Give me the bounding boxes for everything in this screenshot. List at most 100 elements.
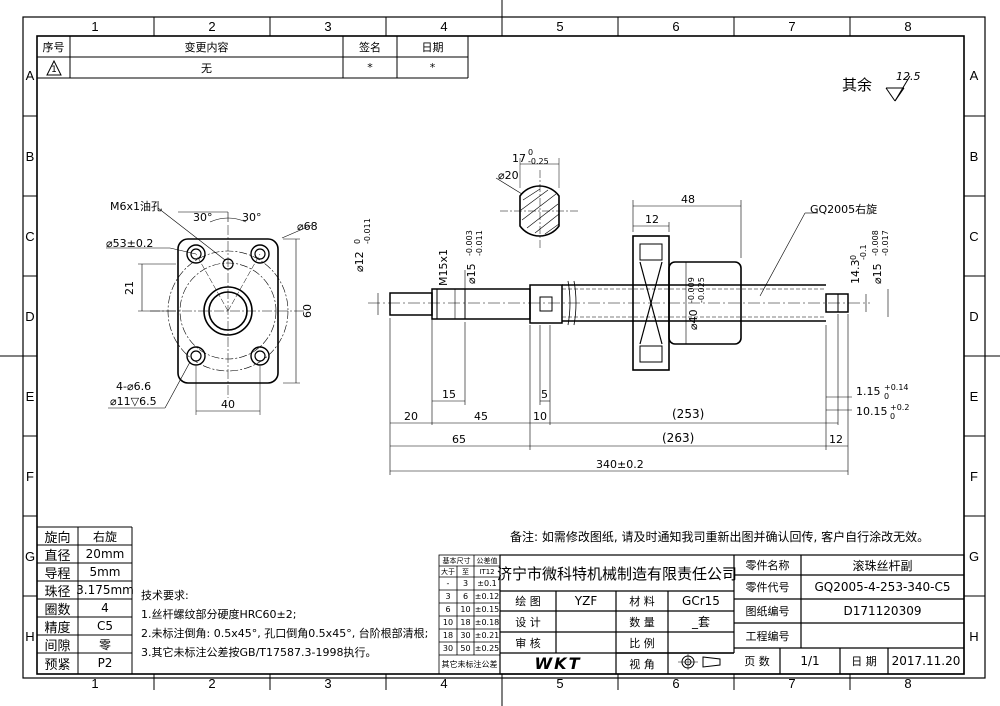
project-label: 工程编号 [745, 629, 790, 643]
d12-tol-lower: -0.011 [363, 218, 372, 244]
material-value: GCr15 [682, 594, 720, 608]
tol-row-to: 50 [460, 644, 471, 653]
zone-col-2: 2 [208, 19, 216, 34]
scale-label: 比 例 [629, 636, 655, 650]
revision-triangle [46, 59, 62, 76]
tol-row-to: 10 [460, 605, 471, 614]
tol-sub-to: 至 [462, 567, 469, 576]
tolerance-table-lines [438, 554, 501, 675]
tol-row-value: ±0.12 [474, 592, 500, 601]
spec-value: 5mm [89, 565, 121, 579]
tol-head-size: 基本尺寸 [442, 556, 471, 565]
len-12: 12 [829, 433, 843, 446]
dim-40: 40 [221, 398, 235, 411]
tol-foot: 其它未标注公差 [441, 660, 498, 669]
tol-row-value: ±0.15 [474, 605, 500, 614]
tol-sub-it12: IT12 [479, 567, 495, 576]
spec-value: 3.175mm [76, 583, 134, 597]
len-20: 20 [404, 410, 418, 423]
zone-col-1: 1 [91, 19, 99, 34]
tol-row-value: ±0.1 [477, 579, 497, 588]
zone-col-6-bottom: 6 [672, 676, 680, 691]
rev-mark: 1 [51, 65, 57, 75]
d40-dim: ⌀40 [687, 309, 700, 330]
zone-row-d-right: D [969, 309, 979, 324]
zone-row-h-right: H [969, 629, 979, 644]
tol-row-over: 10 [442, 618, 454, 627]
surface-finish-label: 其余 [842, 76, 873, 94]
spec-key: 直径 [44, 548, 71, 564]
page-label: 页 数 [744, 655, 770, 668]
len-263: (263) [662, 431, 695, 445]
zone-col-7: 7 [788, 19, 796, 34]
zone-col-5-bottom: 5 [556, 676, 564, 691]
tol-row-over: 30 [442, 644, 454, 653]
spec-table-lines [37, 526, 133, 674]
section-key: 17 [512, 152, 526, 165]
spec-key: 预紧 [44, 657, 71, 673]
gap-115: 1.15 [856, 385, 881, 398]
drawing-no-value: D171120309 [843, 604, 922, 618]
zone-row-b-right: B [969, 149, 979, 164]
surface-finish-symbol [885, 75, 911, 102]
tech-req-item-1: 1.丝杆螺纹部分硬度HRC60±2; [141, 608, 297, 621]
zone-col-3-bottom: 3 [324, 676, 332, 691]
tol-row-over: 3 [445, 592, 451, 601]
tech-req-item-3: 3.其它未标注公差按GB/T17587.3-1998执行。 [141, 646, 377, 659]
note-text: 备注: 如需修改图纸, 请及时通知我司重新出图并确认回传, 客户自行涂改无效。 [510, 530, 930, 544]
zone-row-c-right: C [969, 229, 979, 244]
tol-row-value: ±0.21 [474, 631, 500, 640]
spec-value: 零 [98, 637, 111, 652]
rev-sign: * [367, 61, 373, 74]
review-label: 审 核 [515, 636, 541, 650]
spec-key: 圈数 [44, 602, 71, 618]
wkt-logo: WKT [534, 654, 582, 673]
tech-req-title: 技术要求: [141, 589, 189, 602]
d15b-dim: ⌀15 [871, 263, 884, 284]
zone-row-d: D [25, 309, 35, 324]
zone-col-8: 8 [904, 19, 912, 34]
d15-dim: ⌀15 [465, 263, 478, 284]
rev-header-sign: 签名 [359, 40, 381, 54]
len-15: 15 [442, 388, 456, 401]
d12-dim: ⌀12 [353, 251, 366, 272]
d53-dim: ⌀53±0.2 [106, 237, 154, 250]
rev-header-no: 序号 [42, 40, 65, 54]
dim-21: 21 [123, 281, 136, 295]
len-253: (253) [672, 407, 705, 421]
qty-value: _套 [691, 615, 710, 629]
projection-symbol [678, 654, 721, 670]
holes-label-1: 4-⌀6.6 [116, 380, 152, 393]
date-label: 日 期 [851, 655, 877, 668]
spec-key: 旋向 [44, 530, 71, 546]
tech-req-item-2: 2.未标注倒角: 0.5x45°, 孔口倒角0.5x45°, 台阶根部清根; [141, 627, 429, 640]
zone-row-e-right: E [969, 389, 979, 404]
angle-left: 30° [193, 211, 213, 224]
rev-header-content: 变更内容 [184, 40, 229, 54]
zone-row-a: A [25, 68, 35, 83]
zone-row-c: C [25, 229, 35, 244]
tol-row-over: 18 [442, 631, 454, 640]
d15b-tol-lower: -0.017 [881, 230, 890, 256]
zone-col-4-bottom: 4 [440, 676, 448, 691]
gap-1015: 10.15 [856, 405, 888, 418]
zone-row-f-right: F [970, 469, 978, 484]
len-45: 45 [474, 410, 488, 423]
zone-col-5: 5 [556, 19, 564, 34]
page-value: 1/1 [800, 654, 820, 668]
rev-header-date: 日期 [421, 40, 444, 54]
zone-col-4: 4 [440, 19, 448, 34]
oil-hole-label: M6x1油孔 [110, 200, 162, 213]
spec-value: 4 [101, 601, 109, 615]
draw-label: 绘 图 [515, 595, 541, 608]
zone-row-e: E [25, 389, 35, 404]
dim-60: 60 [301, 304, 314, 318]
zone-col-8-bottom: 8 [904, 676, 912, 691]
len-65: 65 [452, 433, 466, 446]
zone-col-2-bottom: 2 [208, 676, 216, 691]
design-label: 设 计 [515, 615, 541, 629]
view-label: 视 角 [629, 657, 655, 671]
part-code-label: 零件代号 [745, 581, 790, 594]
zone-row-b: B [25, 149, 35, 164]
spec-value: 20mm [85, 547, 125, 561]
